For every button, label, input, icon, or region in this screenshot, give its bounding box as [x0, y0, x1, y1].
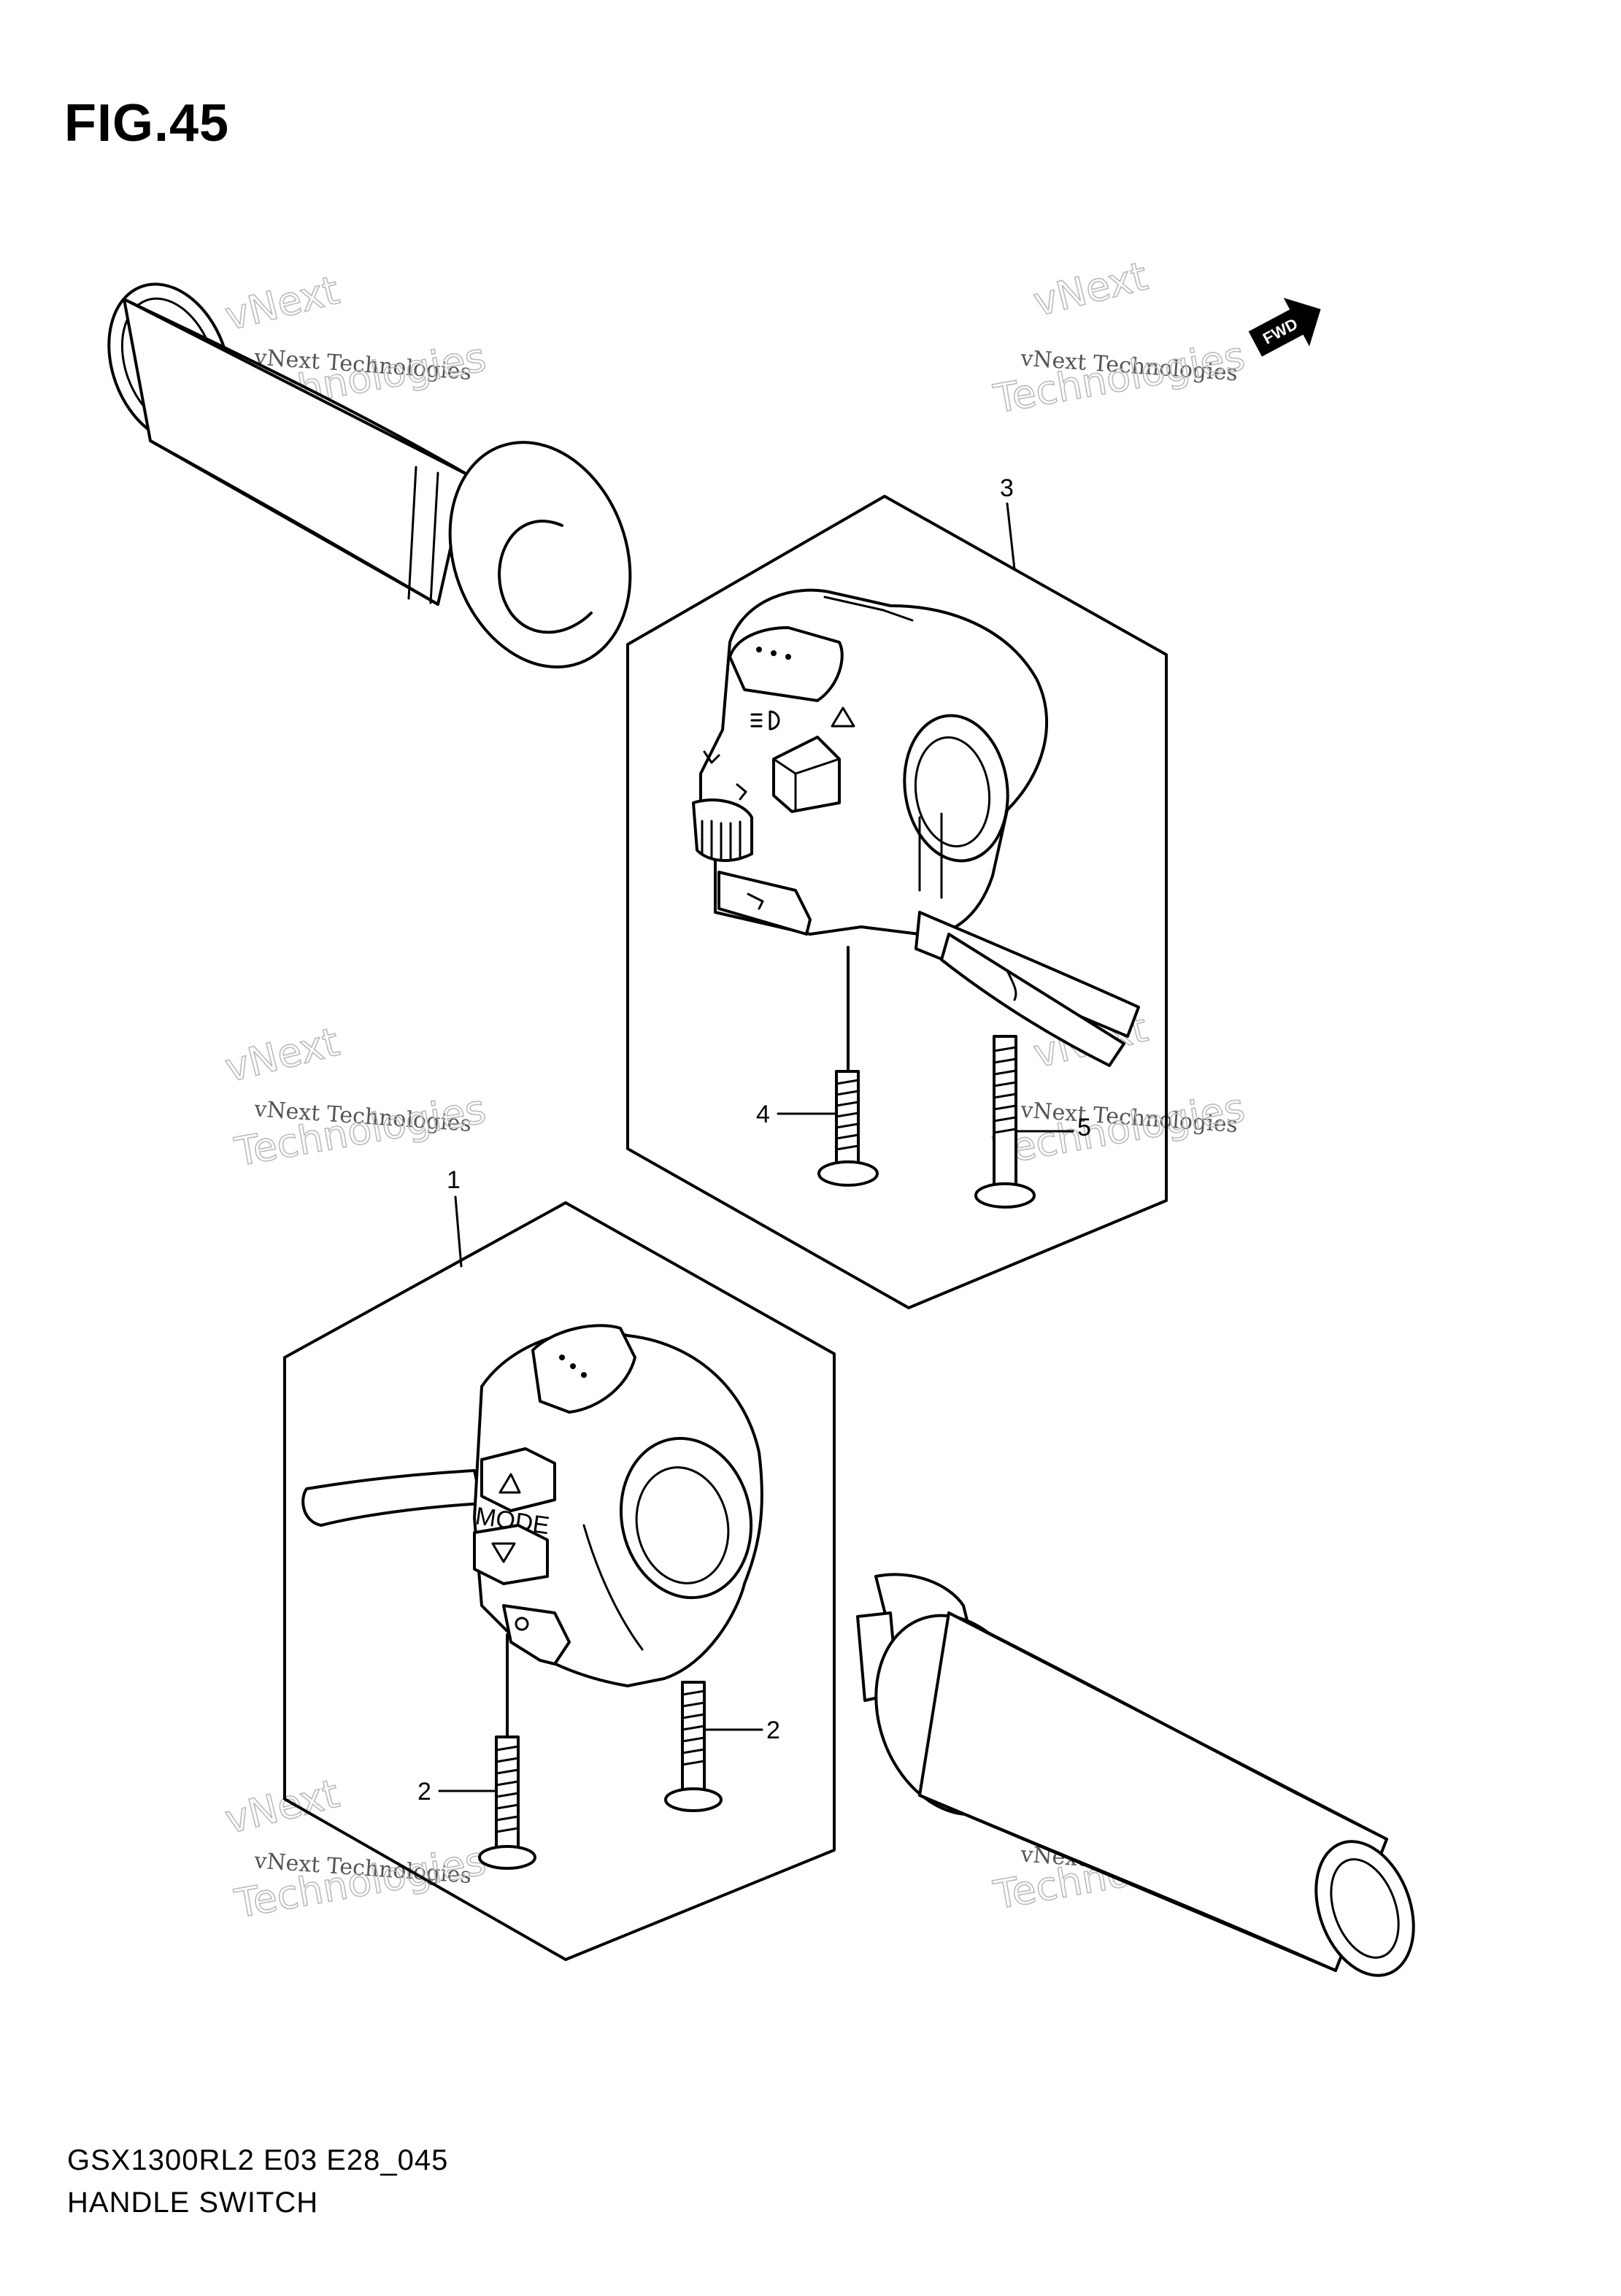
figure-subtitle: HANDLE SWITCH — [67, 2187, 319, 2219]
callout-3: 3 — [1000, 474, 1016, 571]
throttle-grip — [856, 1573, 1415, 1977]
watermark-vnext: vNext — [1029, 253, 1152, 325]
figure-title: FIG.45 — [64, 94, 230, 153]
left-switch-assembly-group: MODE — [283, 1201, 836, 1961]
callout-number: 2 — [766, 1717, 780, 1744]
watermark-top-right: vNext vNext Technologies Technologies — [990, 253, 1249, 423]
callout-number: 4 — [756, 1101, 770, 1128]
right-switch-assembly-group — [626, 495, 1168, 1309]
callout-number: 2 — [417, 1778, 431, 1806]
left-handlebar-grip — [107, 282, 632, 669]
turn-arrow-icon — [703, 750, 720, 764]
callout-number: 1 — [447, 1166, 461, 1194]
turn-arrow-icon — [736, 783, 747, 801]
screw-part-4 — [817, 946, 879, 1187]
watermark-bottom-left: vNext vNext Technologies Technologies — [220, 1770, 490, 1927]
callout-number: 5 — [1077, 1114, 1091, 1141]
callout-2-left: 2 — [417, 1778, 498, 1806]
down-arrow-icon — [491, 1542, 516, 1563]
screw-part-5 — [974, 1035, 1036, 1209]
callout-number: 3 — [1000, 474, 1014, 502]
watermark-vnext: vNext — [220, 1771, 343, 1843]
right-handle-switch — [692, 588, 1140, 1067]
horn-icon — [747, 893, 764, 910]
screw-part-2-left — [478, 1633, 536, 1870]
screw-part-2-right — [664, 1681, 723, 1812]
watermark-mid-left: vNext vNext Technologies Technologies — [220, 1018, 490, 1176]
callout-4: 4 — [756, 1101, 838, 1128]
fwd-arrow-icon: FWD — [1248, 298, 1321, 357]
callout-5: 5 — [1014, 1114, 1091, 1141]
left-handle-switch: MODE — [301, 1324, 763, 1687]
watermark-vnext: vNext — [220, 267, 343, 339]
up-arrow-icon — [498, 1473, 521, 1494]
figure-code: GSX1300RL2 E03 E28_045 — [67, 2144, 449, 2176]
hazard-icon — [831, 706, 855, 728]
callout-2-right: 2 — [703, 1717, 780, 1744]
watermark-vnext: vNext — [220, 1019, 343, 1091]
headlight-icon — [750, 710, 780, 731]
callout-1: 1 — [447, 1166, 463, 1268]
